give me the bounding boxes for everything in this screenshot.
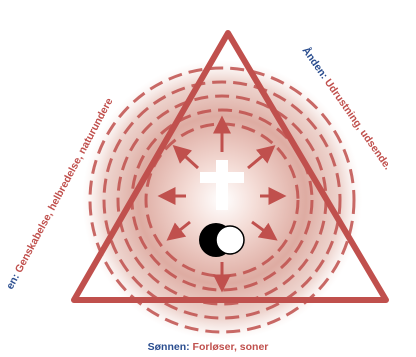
yin-yang-toggle-icon [199,223,244,257]
bottom-role: Sønnen: [148,341,190,353]
bottom-description: Forløser, soner [190,341,269,353]
right-side-role: Ånden: [300,44,331,81]
bottom-label: Sønnen: Forløser, soner [0,341,416,353]
